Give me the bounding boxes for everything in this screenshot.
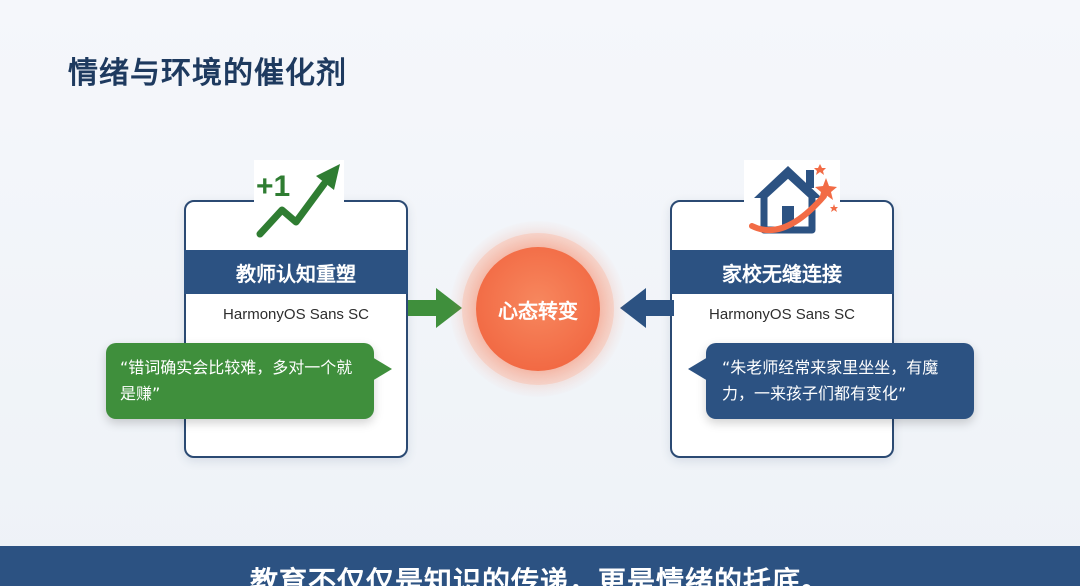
card-header: 家校无缝连接 — [670, 250, 894, 294]
card-header: 教师认知重塑 — [184, 250, 408, 294]
page-title: 情绪与环境的催化剂 — [68, 56, 347, 91]
card-subtitle: HarmonyOS Sans SC — [223, 306, 369, 323]
bubble-tail — [688, 357, 708, 381]
house-star-icon — [744, 160, 840, 240]
growth-arrow-icon: +1 — [254, 160, 344, 240]
parent-quote-bubble: “朱老师经常来家里坐坐，有魔力，一来孩子们都有变化” — [688, 343, 974, 419]
bubble-tail — [372, 357, 392, 381]
arrow-right-icon — [408, 288, 462, 332]
home-school-card: 家校无缝连接 HarmonyOS Sans SC — [670, 160, 894, 458]
plus-one-text: +1 — [256, 170, 290, 203]
arrow-left-icon — [620, 288, 674, 332]
card-subtitle: HarmonyOS Sans SC — [709, 306, 855, 323]
quote-text: “朱老师经常来家里坐坐，有魔力，一来孩子们都有变化” — [722, 358, 939, 403]
banner-text: 教育不仅仅是知识的传递，更是情绪的托底。 — [249, 565, 830, 586]
quote-text: “错词确实会比较难，多对一个就是赚” — [120, 358, 353, 403]
teacher-cognition-card: +1 教师认知重塑 HarmonyOS Sans SC — [184, 160, 408, 458]
bottom-banner: 教育不仅仅是知识的传递，更是情绪的托底。 — [0, 546, 1080, 586]
center-label: 心态转变 — [498, 298, 578, 323]
mindset-shift-node: 心态转变 — [476, 247, 600, 371]
teacher-quote-bubble: “错词确实会比较难，多对一个就是赚” — [106, 343, 392, 419]
